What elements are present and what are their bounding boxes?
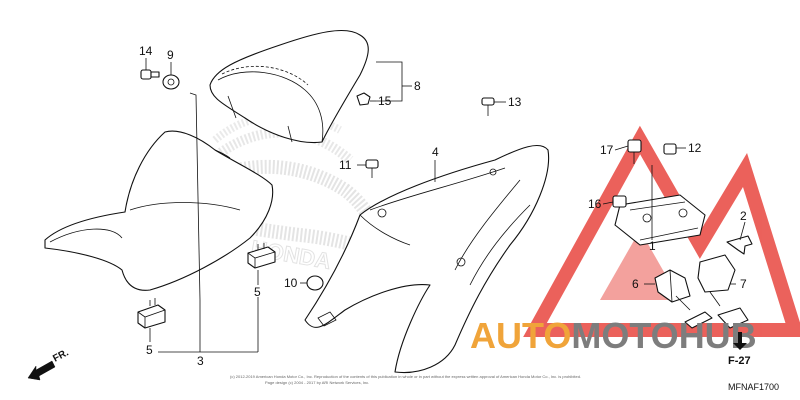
part-pillion-seat bbox=[209, 29, 369, 144]
fastener-grommet-10 bbox=[306, 275, 324, 291]
diagram-code: MFNAF1700 bbox=[728, 382, 779, 392]
front-arrow-label: FR. bbox=[51, 347, 71, 364]
callout-1: 1 bbox=[649, 239, 656, 253]
callout-16: 16 bbox=[588, 197, 602, 211]
part-lock-set-7 bbox=[675, 254, 749, 329]
callout-4: 4 bbox=[432, 145, 439, 159]
fastener-bolt-14 bbox=[140, 69, 160, 80]
callout-13: 13 bbox=[508, 95, 522, 109]
part-rider-seat bbox=[44, 130, 274, 291]
copyright-line-2: Page design (c) 2004 - 2017 by ARI Netwo… bbox=[265, 380, 369, 385]
callout-17: 17 bbox=[600, 143, 614, 157]
section-ref-label: F-27 bbox=[728, 355, 751, 367]
part-seat-lock-bracket bbox=[614, 194, 706, 246]
fastener-bolt-11 bbox=[365, 159, 379, 178]
callout-10: 10 bbox=[284, 276, 298, 290]
callout-12: 12 bbox=[688, 141, 702, 155]
callout-8: 8 bbox=[414, 79, 421, 93]
automotohub-wordmark: AUTOMOTOHUB bbox=[470, 315, 757, 356]
part-lock-cylinder-6 bbox=[654, 269, 691, 303]
callout-11: 11 bbox=[339, 158, 352, 172]
callout-7: 7 bbox=[740, 277, 747, 291]
callout-6: 6 bbox=[632, 277, 639, 291]
callout-9: 9 bbox=[167, 48, 174, 62]
fastener-bolt-12 bbox=[663, 143, 677, 155]
fastener-bolt-16 bbox=[612, 195, 627, 208]
callout-5-right: 5 bbox=[254, 285, 261, 299]
callout-15: 15 bbox=[378, 94, 392, 108]
brand-hub: HUB bbox=[679, 315, 757, 356]
part-hook-2 bbox=[726, 235, 753, 255]
callout-labels: 14 9 8 15 13 4 11 10 17 12 16 1 2 6 7 5 … bbox=[139, 44, 747, 368]
part-rear-cowl bbox=[304, 145, 550, 374]
fastener-nut-15 bbox=[356, 92, 371, 106]
callout-14: 14 bbox=[139, 44, 153, 58]
part-seat-cushion-rubbers bbox=[137, 243, 276, 329]
brand-auto: AUTO bbox=[470, 315, 571, 356]
leader-lines bbox=[145, 58, 746, 353]
svg-text:AUTOMOTOHUB: AUTOMOTOHUB bbox=[470, 315, 757, 356]
callout-5-left: 5 bbox=[146, 343, 153, 357]
copyright-line-1: (c) 2012-2019 American Honda Motor Co., … bbox=[230, 374, 581, 379]
brand-moto: MOTO bbox=[571, 315, 678, 356]
section-reference: F-27 bbox=[728, 332, 751, 367]
fastener-bolt-13 bbox=[481, 97, 495, 116]
callout-3: 3 bbox=[197, 354, 204, 368]
fastener-collar-9 bbox=[162, 74, 180, 90]
front-direction-arrow: FR. bbox=[27, 347, 71, 381]
callout-2: 2 bbox=[740, 209, 747, 223]
